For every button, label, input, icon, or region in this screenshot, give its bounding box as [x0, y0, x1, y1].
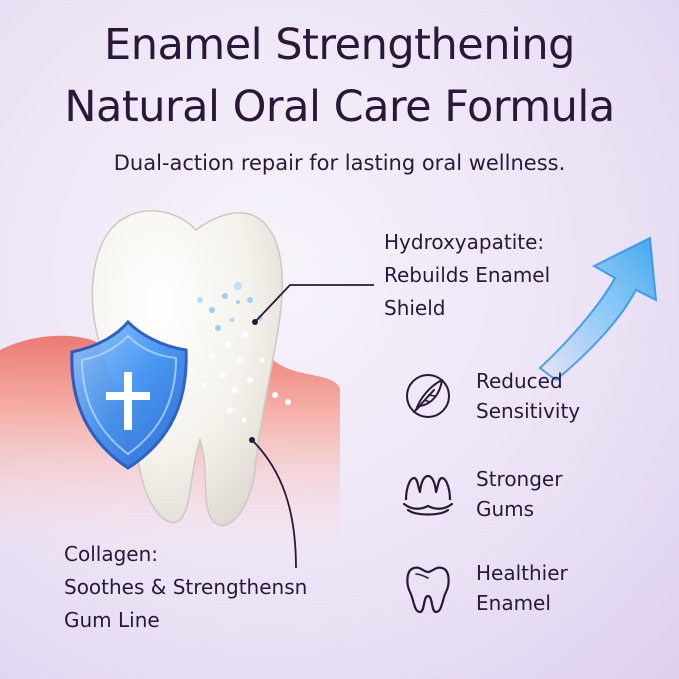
- shield-icon: [70, 319, 188, 470]
- hydroxyapatite-leader-line: [254, 284, 374, 323]
- upward-arrow-icon: [538, 236, 658, 382]
- benefit-2-line-2: Gums: [476, 497, 535, 521]
- headline-line-2: Natural Oral Care Formula: [64, 82, 615, 132]
- benefit-1-line-1: Reduced: [476, 369, 563, 393]
- hydroxyapatite-line-3: Shield: [384, 296, 446, 320]
- gums-icon: [402, 474, 454, 516]
- benefit-2-line-1: Stronger: [476, 467, 563, 491]
- benefit-stronger-gums: Stronger Gums: [400, 464, 562, 524]
- feather-icon: [406, 374, 450, 418]
- collagen-line-1: Collagen:: [64, 542, 158, 566]
- benefit-reduced-sensitivity: Reduced Sensitivity: [400, 366, 580, 426]
- benefit-3-line-1: Healthier: [476, 561, 568, 585]
- benefit-3-line-2: Enamel: [476, 591, 551, 615]
- collagen-callout: Collagen: Soothes & Strengthensn Gum Lin…: [64, 538, 307, 637]
- subtitle: Dual-action repair for lasting oral well…: [113, 151, 566, 175]
- benefit-healthier-enamel: Healthier Enamel: [400, 558, 568, 618]
- headline-line-1: Enamel Strengthening: [104, 20, 575, 70]
- hydroxyapatite-line-2: Rebuilds Enamel: [384, 263, 551, 287]
- hydroxyapatite-line-1: Hydroxyapatite:: [384, 230, 545, 254]
- collagen-line-2: Soothes & Strengthensn: [64, 575, 308, 599]
- hydroxyapatite-callout: Hydroxyapatite: Rebuilds Enamel Shield: [384, 226, 550, 325]
- collagen-leader-line: [251, 439, 297, 569]
- benefit-1-line-2: Sensitivity: [476, 399, 581, 423]
- tooth-icon: [406, 566, 450, 614]
- collagen-line-3: Gum Line: [64, 608, 160, 632]
